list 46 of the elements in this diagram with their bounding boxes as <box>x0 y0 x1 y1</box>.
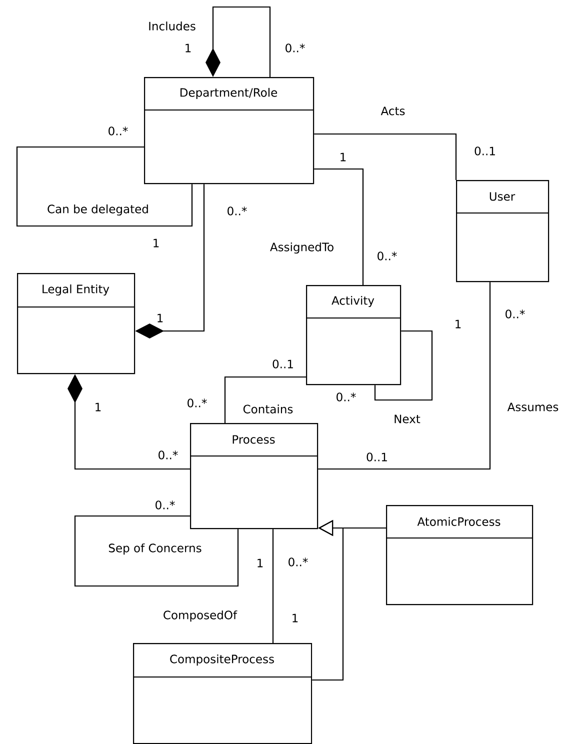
multiplicity: 1 <box>186 44 191 52</box>
multiplicity: 0..* <box>378 252 397 260</box>
multiplicity: 1 <box>258 558 263 568</box>
association-name: ComposedOf <box>162 609 238 623</box>
association-line <box>272 529 274 643</box>
multiplicity: 0..* <box>506 310 525 318</box>
multiplicity: 1 <box>154 238 159 248</box>
multiplicity: 0..1 <box>272 360 293 368</box>
class-box: Department/Role <box>144 77 314 184</box>
multiplicity: 1 <box>292 614 298 622</box>
class-box: CompositeProcess <box>132 643 312 744</box>
association-line <box>314 168 364 285</box>
association-line <box>314 133 457 180</box>
multiplicity: 0..* <box>156 500 175 510</box>
multiplicity: 0..* <box>228 206 247 216</box>
multiplicity: 0..1 <box>474 146 495 156</box>
multiplicity: 0..* <box>158 450 178 460</box>
class-box: User <box>456 180 550 282</box>
multiplicity: 0..* <box>288 558 308 566</box>
association-name: Next <box>392 414 422 424</box>
association-name: Includes <box>147 20 197 32</box>
class-box: Process <box>190 423 318 530</box>
multiplicity: 0..* <box>336 392 356 402</box>
multiplicity: 0..* <box>188 398 207 408</box>
multiplicity: 0..1 <box>366 452 387 462</box>
association-name: Sep of Concerns <box>107 542 203 556</box>
association-name: AssignedTo <box>268 241 336 255</box>
association-line <box>318 282 491 470</box>
multiplicity: 1 <box>96 402 101 412</box>
class-box: Activity <box>306 285 402 386</box>
association-name: Acts <box>380 106 406 116</box>
multiplicity: 0..* <box>286 44 305 52</box>
association-line <box>224 376 306 423</box>
association-line <box>16 146 193 227</box>
multiplicity: 1 <box>158 314 163 322</box>
composition-line <box>206 6 271 77</box>
association-line <box>374 330 433 401</box>
association-line <box>74 515 239 587</box>
association-name: Contains <box>242 404 294 414</box>
association-name: Can be delegated <box>46 203 150 217</box>
multiplicity: 1 <box>340 152 346 162</box>
class-box: AtomicProcess <box>386 505 534 606</box>
multiplicity: 0..* <box>108 126 128 136</box>
class-box: Legal Entity <box>16 273 136 374</box>
multiplicity: 1 <box>456 320 461 328</box>
association-name: Assumes <box>506 402 560 412</box>
